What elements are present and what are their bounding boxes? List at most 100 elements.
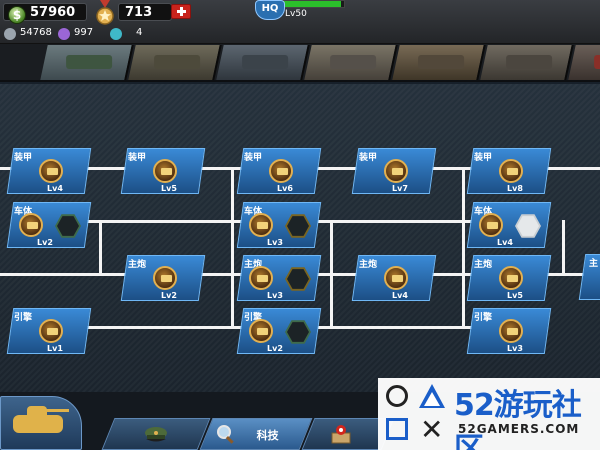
engine-icon — [249, 319, 273, 343]
tech-node-chassis-1[interactable]: 车体 Lv2 — [6, 202, 92, 248]
gold-coin-icon: $ — [8, 6, 26, 24]
node-title: 主 — [589, 259, 599, 269]
chip-counter: 4 — [110, 27, 150, 41]
gear-icon — [4, 28, 16, 40]
hq-progress-bar — [283, 0, 345, 8]
gold-value: 57960 — [30, 5, 76, 20]
tech-node-armor-1[interactable]: 装甲 Lv4 — [6, 148, 92, 194]
node-title: 装甲 — [14, 153, 33, 163]
tech-node-engine-3[interactable]: 引擎 Lv2 — [236, 308, 322, 354]
node-level: Lv2 — [267, 344, 283, 353]
connector-line — [231, 167, 234, 329]
tank-upgrade-hex-icon — [285, 319, 311, 345]
tech-tab-label: 科技 — [256, 429, 279, 442]
connector-line — [330, 220, 333, 329]
category-armored-car[interactable] — [392, 45, 486, 80]
tech-node-armor-5[interactable]: 装甲 Lv8 — [466, 148, 552, 194]
chassis-icon — [249, 213, 273, 237]
tab-commander[interactable] — [101, 418, 211, 450]
top-resource-bar: $ 57960 713 54768 997 4 HQ Lv50 — [0, 0, 600, 44]
node-level: Lv2 — [161, 291, 177, 300]
armor-icon — [269, 159, 293, 183]
tech-node-engine-1[interactable]: 引擎 Lv1 — [6, 308, 92, 354]
tech-node-engine-5[interactable]: 引擎 Lv3 — [466, 308, 552, 354]
tech-node-gun-3[interactable]: 主炮 Lv3 — [236, 255, 322, 301]
category-aa-gun[interactable] — [480, 45, 574, 80]
connector-line — [462, 167, 465, 329]
category-fighter[interactable] — [304, 45, 398, 80]
gem-icon — [58, 28, 70, 40]
hq-level[interactable]: HQ Lv50 — [255, 0, 350, 20]
category-artillery[interactable] — [128, 45, 222, 80]
gem-counter: 997 — [58, 27, 102, 41]
tech-node-gun-2[interactable]: 主炮 Lv2 — [120, 255, 206, 301]
tab-tech[interactable]: 科技 — [199, 418, 313, 450]
category-warship[interactable] — [216, 45, 310, 80]
connector-line — [318, 220, 478, 223]
watermark-url: 52GAMERS.COM — [458, 422, 580, 436]
connector-line — [99, 220, 102, 276]
medal-icon — [96, 0, 114, 25]
armor-icon — [499, 159, 523, 183]
category-missile[interactable] — [568, 45, 600, 80]
node-title: 主炮 — [474, 260, 493, 270]
hq-level-text: Lv50 — [285, 9, 307, 19]
tech-node-chassis-3[interactable]: 车体 Lv3 — [236, 202, 322, 248]
chassis-icon — [19, 213, 43, 237]
chip-icon — [110, 28, 122, 40]
tank-unit-button[interactable] — [0, 396, 82, 450]
node-level: Lv4 — [497, 238, 513, 247]
node-level: Lv3 — [267, 238, 283, 247]
tank-icon — [13, 406, 69, 433]
connector-line — [84, 326, 244, 329]
tank-upgrade-hex-icon — [285, 213, 311, 239]
node-title: 引擎 — [14, 313, 33, 323]
connector-line — [562, 220, 565, 276]
tech-node-gun-5[interactable]: 主炮 Lv5 — [466, 255, 552, 301]
node-level: Lv8 — [507, 184, 523, 193]
medal-value: 713 — [125, 5, 153, 20]
tank-upgrade-hex-icon — [55, 213, 81, 239]
engine-icon — [499, 319, 523, 343]
main-gun-icon — [249, 266, 273, 290]
tech-node-armor-4[interactable]: 装甲 Lv7 — [351, 148, 437, 194]
main-gun-icon — [499, 266, 523, 290]
node-level: Lv4 — [392, 291, 408, 300]
gold-counter: $ 57960 — [3, 3, 87, 24]
circle-icon — [386, 385, 408, 407]
cannon-upgrade-hex-icon — [285, 266, 311, 292]
node-title: 主炮 — [359, 260, 378, 270]
unit-category-strip — [0, 44, 600, 82]
oil-value: 54768 — [20, 27, 52, 38]
node-level: Lv3 — [507, 344, 523, 353]
officer-cap-icon — [145, 427, 167, 442]
chassis-icon — [479, 213, 503, 237]
tab-map[interactable] — [301, 418, 395, 450]
tech-node-armor-3[interactable]: 装甲 Lv6 — [236, 148, 322, 194]
site-watermark: ✕ 52游玩社区 52GAMERS.COM — [378, 378, 600, 450]
tech-node-gun-4[interactable]: 主炮 Lv4 — [351, 255, 437, 301]
hq-badge: HQ — [255, 0, 285, 20]
node-level: Lv6 — [277, 184, 293, 193]
node-title: 引擎 — [474, 313, 493, 323]
tools-upgrade-hex-icon — [515, 213, 541, 239]
tech-node-chassis-5[interactable]: 车体 Lv4 — [466, 202, 552, 248]
cross-icon: ✕ — [420, 413, 444, 446]
main-gun-icon — [384, 266, 408, 290]
armor-icon — [384, 159, 408, 183]
node-level: Lv3 — [267, 291, 283, 300]
tech-tree: 装甲 Lv4 车体 Lv2 引擎 Lv1 装甲 Lv5 主炮 Lv2 装 — [0, 84, 600, 392]
square-icon — [386, 418, 408, 440]
category-tank[interactable] — [40, 45, 134, 80]
chip-value: 4 — [136, 27, 143, 38]
node-level: Lv7 — [392, 184, 408, 193]
engine-icon — [39, 319, 63, 343]
connector-line — [84, 220, 244, 223]
triangle-inner — [424, 392, 440, 406]
node-level: Lv5 — [161, 184, 177, 193]
node-title: 装甲 — [474, 153, 493, 163]
node-title: 装甲 — [359, 153, 378, 163]
add-medals-button[interactable] — [171, 4, 191, 19]
tech-node-armor-2[interactable]: 装甲 Lv5 — [120, 148, 206, 194]
magnifier-icon — [217, 425, 234, 444]
